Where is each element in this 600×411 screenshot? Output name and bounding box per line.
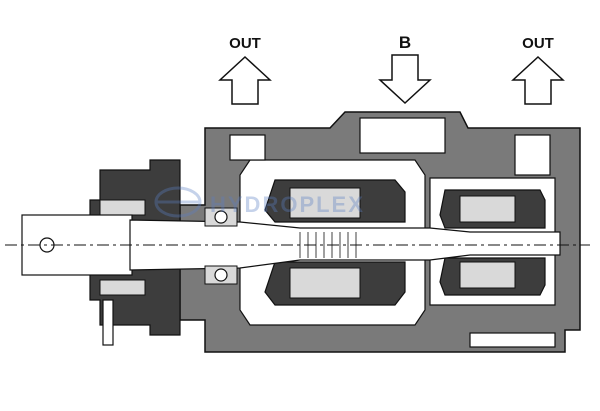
rear-bolt: [469, 332, 556, 348]
port-b-label: B: [399, 33, 411, 52]
out-left-label: OUT: [229, 35, 261, 52]
second-stage-vane-block-bottom: [459, 261, 516, 289]
seal-ring-bottom: [99, 279, 146, 296]
mounting-stud: [102, 299, 114, 346]
watermark-text: HYDROPLEX: [210, 192, 365, 217]
port-channel-b: [359, 117, 446, 154]
watermark-logo: [154, 186, 202, 218]
out-right-label: OUT: [522, 35, 554, 52]
port-channel-left: [229, 134, 266, 161]
out-left-arrow-icon: [218, 55, 272, 105]
front-bearing: [204, 207, 238, 285]
seal-ring-top: [99, 199, 146, 216]
out-right-arrow-icon: [511, 55, 565, 105]
port-channel-right: [514, 134, 551, 176]
out-right-port: OUT: [511, 35, 565, 105]
out-left-port: OUT: [218, 35, 272, 105]
port-b: B: [378, 33, 432, 105]
shaft-spline: [299, 232, 357, 258]
first-stage-vane-block-bottom: [289, 267, 361, 299]
port-b-arrow-icon: [378, 54, 432, 105]
second-stage-vane-block-top: [459, 195, 516, 223]
first-stage-vane-block-top: [289, 187, 361, 219]
